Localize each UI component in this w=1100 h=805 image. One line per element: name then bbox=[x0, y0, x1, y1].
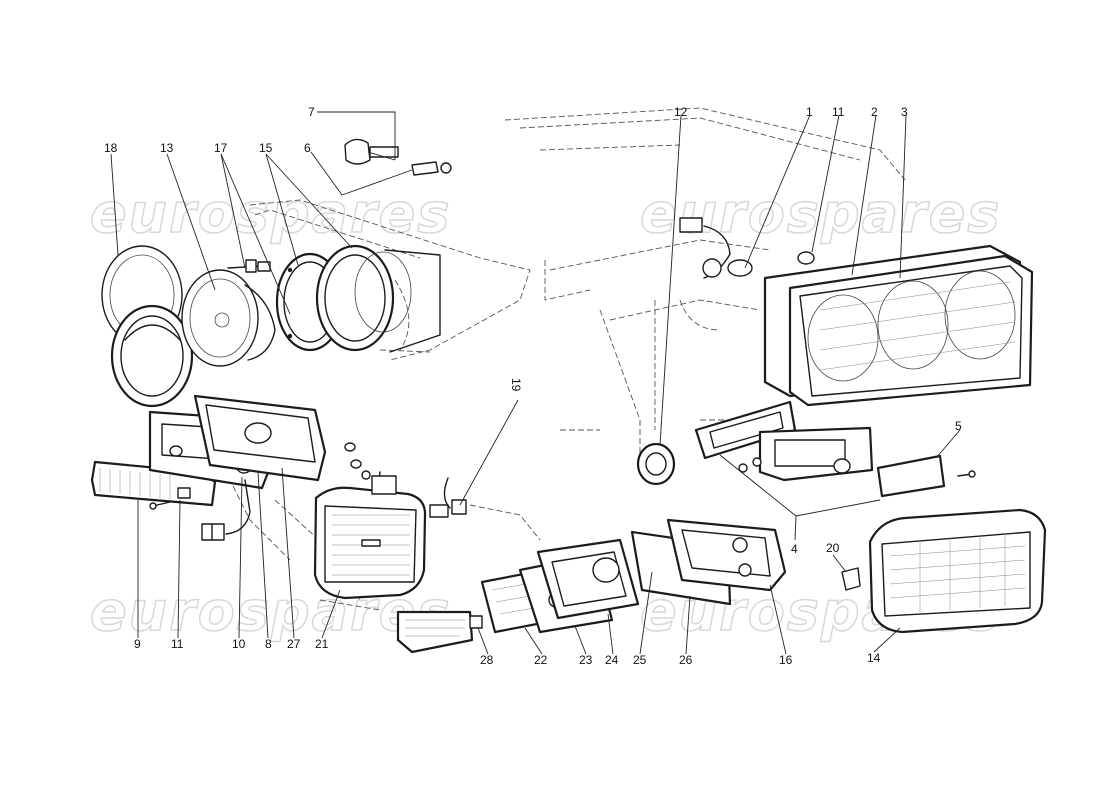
side-marker-housing-24 bbox=[536, 538, 640, 620]
number-plate-lens-5 bbox=[876, 454, 976, 498]
side-light-housing-16 bbox=[666, 518, 787, 592]
callout-5: 5 bbox=[955, 419, 962, 433]
callout-26: 26 bbox=[679, 653, 693, 667]
bulb-holder-with-wire-1 bbox=[679, 217, 753, 279]
callout-19: 19 bbox=[509, 378, 523, 392]
callout-13: 13 bbox=[160, 141, 174, 155]
callout-12: 12 bbox=[674, 105, 688, 119]
callout-17: 17 bbox=[214, 141, 228, 155]
callout-24: 24 bbox=[605, 653, 619, 667]
callout-15: 15 bbox=[259, 141, 273, 155]
bulb-11-right bbox=[797, 251, 815, 265]
callout-20: 20 bbox=[826, 541, 840, 555]
fixing-screws bbox=[149, 442, 371, 510]
callout-21: 21 bbox=[315, 637, 329, 651]
headlamp-unit-13 bbox=[181, 269, 276, 367]
bracket-20 bbox=[841, 567, 861, 591]
callout-25: 25 bbox=[633, 653, 647, 667]
connector-19 bbox=[429, 477, 467, 518]
callout-16: 16 bbox=[779, 653, 793, 667]
headlamp-bezel-ring bbox=[110, 304, 194, 408]
callout-27: 27 bbox=[287, 637, 301, 651]
callout-11-right: 11 bbox=[832, 105, 845, 119]
watermark-top-left: eurospares bbox=[90, 182, 451, 245]
number-plate-light-4 bbox=[694, 400, 874, 482]
reversing-lamp-14 bbox=[868, 508, 1047, 634]
callout-23: 23 bbox=[579, 653, 593, 667]
callout-6: 6 bbox=[304, 141, 311, 155]
watermark-top-right: eurospares bbox=[640, 182, 1001, 245]
bulb-socket-7 bbox=[344, 138, 399, 165]
grommet-12 bbox=[636, 442, 676, 486]
callout-9: 9 bbox=[134, 637, 141, 651]
headlamp-housing-bowl bbox=[315, 244, 441, 353]
fog-lamp-21 bbox=[313, 471, 427, 600]
callout-10: 10 bbox=[232, 637, 246, 651]
callout-7: 7 bbox=[308, 105, 315, 119]
callout-4: 4 bbox=[791, 542, 798, 556]
callout-2: 2 bbox=[871, 105, 878, 119]
rear-light-lens-3 bbox=[788, 254, 1034, 407]
callout-labels: 7 6 18 13 17 15 12 1 11 2 3 19 5 4 20 9 … bbox=[104, 105, 962, 667]
gasket-27 bbox=[193, 394, 327, 482]
callout-11-left: 11 bbox=[171, 637, 184, 651]
callout-18: 18 bbox=[104, 141, 118, 155]
side-repeater-28 bbox=[396, 610, 483, 654]
callout-28: 28 bbox=[480, 653, 494, 667]
car-body-outline bbox=[224, 107, 906, 611]
callout-8: 8 bbox=[265, 637, 272, 651]
headlamp-bulb-6 bbox=[411, 161, 452, 176]
callout-22: 22 bbox=[534, 653, 548, 667]
leader-lines bbox=[110, 111, 961, 655]
callout-1: 1 bbox=[806, 105, 813, 119]
callout-3: 3 bbox=[901, 105, 908, 119]
indicator-wiring bbox=[201, 479, 251, 541]
callout-14: 14 bbox=[867, 651, 881, 665]
